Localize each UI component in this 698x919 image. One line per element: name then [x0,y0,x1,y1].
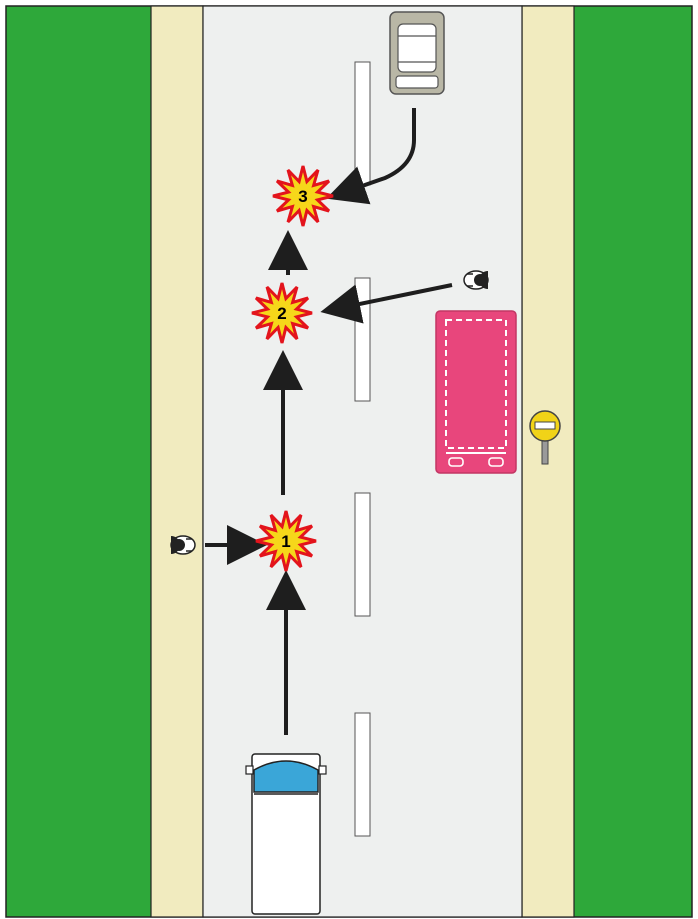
collision-number: 2 [277,304,286,323]
van-mirror-left [246,766,253,774]
collision-number: 3 [298,187,307,206]
collision-number: 1 [281,532,290,551]
car-icon [390,12,444,94]
left-sidewalk [151,6,203,917]
bus-icon [436,311,516,473]
bus-windows [446,320,506,448]
lane-dash [355,62,370,185]
pedestrian-icon [171,536,195,554]
van-windshield [254,761,318,792]
pedestrian-icon [464,271,488,289]
sign-bar [535,422,555,429]
sign-pole [542,438,548,464]
car-trunk [396,76,438,88]
lane-dash [355,493,370,616]
lane-dash [355,713,370,836]
pedestrian-head [173,539,185,551]
pedestrian-head [474,274,486,286]
van-icon [246,754,326,914]
car-roof [398,24,436,72]
lane-dash [355,278,370,401]
van-mirror-right [319,766,326,774]
